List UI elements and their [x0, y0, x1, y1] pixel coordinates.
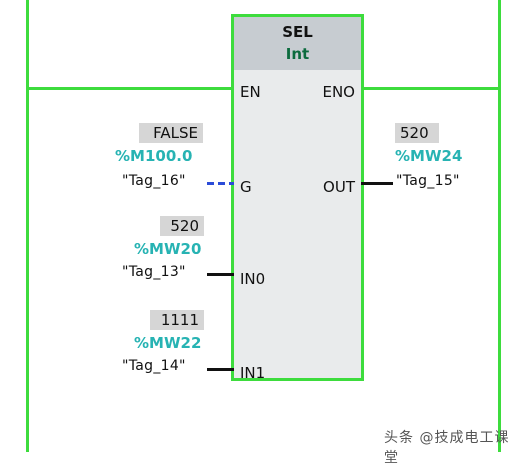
- block-data-type[interactable]: Int: [285, 45, 310, 63]
- pin-g: G: [240, 178, 252, 196]
- out-operand-address[interactable]: %MW24: [395, 147, 463, 165]
- sel-instruction-box[interactable]: SEL Int EN ENO G OUT IN0 IN1: [231, 14, 364, 382]
- rung-wire-eno: [361, 87, 501, 90]
- in0-operand-address[interactable]: %MW20: [134, 240, 202, 258]
- out-output-wire: [361, 182, 393, 185]
- pin-out: OUT: [323, 178, 355, 196]
- out-monitor-value: 520: [395, 123, 439, 143]
- rung-wire-en: [26, 87, 234, 90]
- in1-operand-tag[interactable]: "Tag_14": [122, 358, 186, 374]
- in1-input-wire: [207, 368, 234, 371]
- in0-monitor-value: 520: [160, 216, 204, 236]
- in0-input-wire: [207, 273, 234, 276]
- g-operand-tag[interactable]: "Tag_16": [122, 173, 186, 189]
- pin-in0: IN0: [240, 270, 266, 288]
- block-header: SEL Int: [234, 17, 361, 70]
- in1-monitor-value: 1111: [150, 310, 204, 330]
- in1-operand-address[interactable]: %MW22: [134, 334, 202, 352]
- pin-in1: IN1: [240, 364, 266, 382]
- g-operand-address[interactable]: %M100.0: [115, 147, 193, 165]
- left-power-rail: [26, 0, 29, 452]
- in0-operand-tag[interactable]: "Tag_13": [122, 264, 186, 280]
- block-name: SEL: [282, 23, 313, 41]
- g-monitor-value: FALSE: [139, 123, 203, 143]
- watermark-text: 头条 @技成电工课堂: [384, 430, 510, 466]
- right-power-rail: [498, 0, 501, 452]
- out-operand-tag[interactable]: "Tag_15": [396, 173, 460, 189]
- g-input-wire: [207, 182, 234, 185]
- pin-eno: ENO: [322, 83, 355, 101]
- pin-en: EN: [240, 83, 261, 101]
